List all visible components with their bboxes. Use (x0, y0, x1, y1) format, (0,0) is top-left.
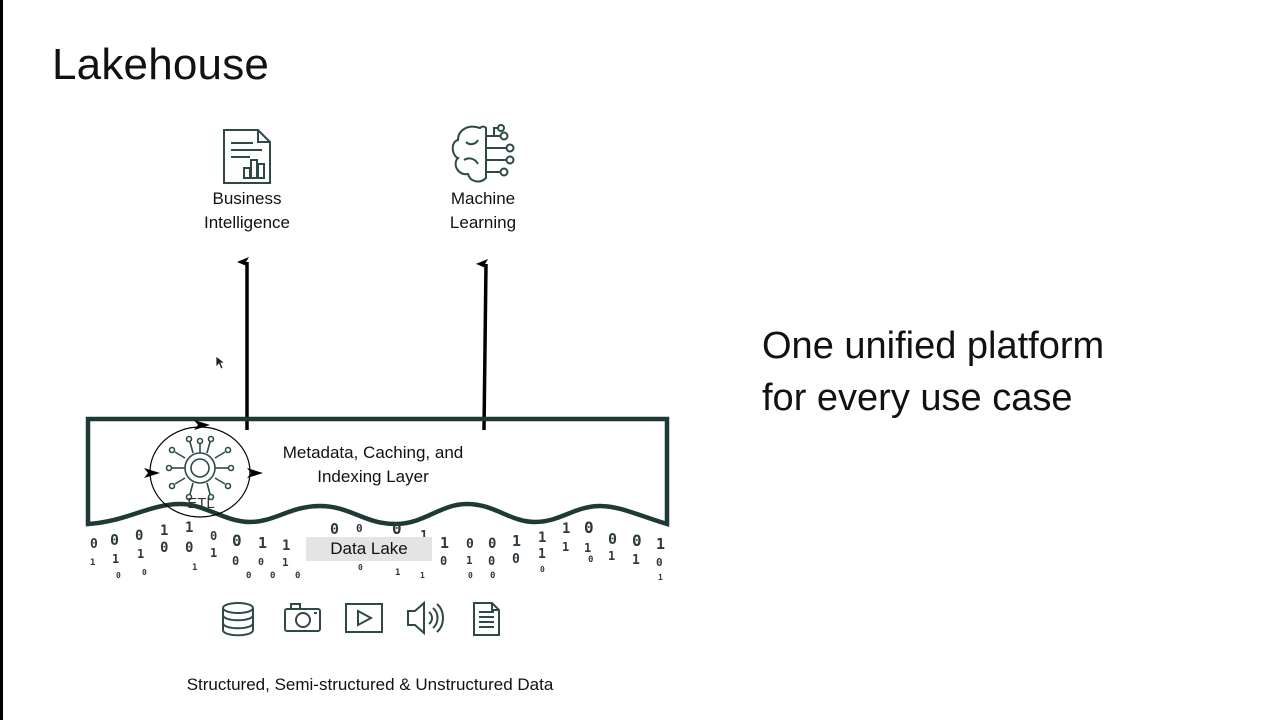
use-case-label-business-intelligence: Business Intelligence (203, 189, 290, 232)
svg-text:0: 0 (608, 530, 617, 548)
svg-text:0: 0 (116, 571, 121, 580)
svg-text:1: 1 (538, 547, 546, 562)
data-lake-label: Data Lake (306, 537, 432, 561)
svg-text:0: 0 (356, 522, 363, 535)
binary-data-stream: 0 1 0 1 0 0 1 0 1 0 1 0 1 0 1 0 0 0 1 0 … (90, 518, 665, 582)
tagline-line-2: for every use case (762, 377, 1073, 419)
svg-text:1: 1 (608, 549, 615, 563)
camera-icon (284, 603, 321, 632)
svg-text:1: 1 (210, 546, 217, 560)
document-icon (473, 602, 500, 636)
svg-text:1: 1 (160, 523, 168, 539)
svg-text:1: 1 (538, 530, 546, 546)
svg-text:0: 0 (440, 554, 447, 568)
use-case-label-machine-learning: Machine Learning (449, 189, 517, 232)
svg-text:0: 0 (270, 571, 275, 581)
svg-text:0: 0 (358, 563, 363, 572)
svg-text:0: 0 (466, 537, 474, 552)
svg-text:1: 1 (112, 552, 119, 566)
svg-text:0: 0 (656, 556, 663, 569)
svg-text:1: 1 (656, 535, 665, 553)
svg-text:0: 0 (135, 528, 143, 544)
svg-text:0: 0 (540, 565, 545, 574)
svg-text:1: 1 (90, 558, 95, 568)
mouse-cursor-icon (215, 355, 225, 370)
svg-text:0: 0 (232, 531, 242, 550)
svg-text:1: 1 (395, 568, 400, 578)
svg-text:1: 1 (466, 554, 473, 567)
svg-text:0: 0 (185, 540, 193, 556)
svg-text:1: 1 (420, 571, 425, 580)
audio-speaker-icon (407, 600, 444, 636)
left-edge-bar (0, 0, 3, 720)
svg-text:1: 1 (632, 553, 640, 568)
metadata-layer-box (85, 416, 670, 528)
svg-text:0: 0 (488, 554, 495, 568)
svg-text:1: 1 (658, 573, 663, 582)
svg-text:1: 1 (137, 547, 144, 561)
svg-text:0: 0 (258, 557, 264, 568)
svg-text:1: 1 (282, 556, 289, 569)
svg-text:0: 0 (232, 554, 239, 568)
svg-text:1: 1 (562, 521, 570, 537)
svg-text:0: 0 (468, 571, 473, 580)
svg-text:1: 1 (185, 520, 193, 536)
svg-text:0: 0 (160, 540, 168, 556)
svg-text:1: 1 (440, 534, 449, 552)
arrow-to-machine-learning (476, 259, 489, 431)
svg-text:0: 0 (490, 571, 495, 581)
svg-text:0: 0 (246, 571, 251, 581)
svg-text:0: 0 (512, 552, 520, 567)
svg-text:1: 1 (420, 529, 428, 544)
etl-label: ETL (187, 495, 215, 512)
svg-text:0: 0 (142, 568, 147, 577)
svg-text:0: 0 (488, 536, 496, 552)
report-chart-icon (223, 129, 271, 184)
svg-text:1: 1 (258, 534, 267, 552)
svg-text:1: 1 (282, 538, 290, 554)
data-sources-label: Structured, Semi-structured & Unstructur… (186, 675, 554, 694)
svg-text:0: 0 (330, 520, 339, 538)
svg-text:1: 1 (584, 541, 591, 555)
slide-title: Lakehouse (52, 40, 270, 89)
svg-text:0: 0 (392, 519, 402, 538)
svg-text:1: 1 (562, 540, 569, 554)
svg-text:0: 0 (295, 571, 300, 581)
tagline: One unified platform for every use case (762, 320, 1104, 424)
database-icon (222, 602, 254, 637)
svg-text:0: 0 (90, 537, 98, 552)
tagline-line-1: One unified platform (762, 325, 1105, 367)
video-play-icon (345, 603, 383, 633)
brain-circuit-icon (451, 124, 515, 183)
svg-text:0: 0 (588, 555, 593, 565)
svg-text:0: 0 (632, 531, 642, 550)
svg-text:0: 0 (110, 531, 119, 549)
svg-text:1: 1 (512, 532, 521, 550)
svg-text:0: 0 (210, 529, 217, 543)
etl-cycle (144, 420, 263, 518)
circuit-chip-icon (165, 435, 235, 501)
svg-text:0: 0 (584, 518, 594, 537)
svg-text:1: 1 (192, 563, 197, 573)
metadata-layer-label: Metadata, Caching, and Indexing Layer (282, 443, 464, 486)
